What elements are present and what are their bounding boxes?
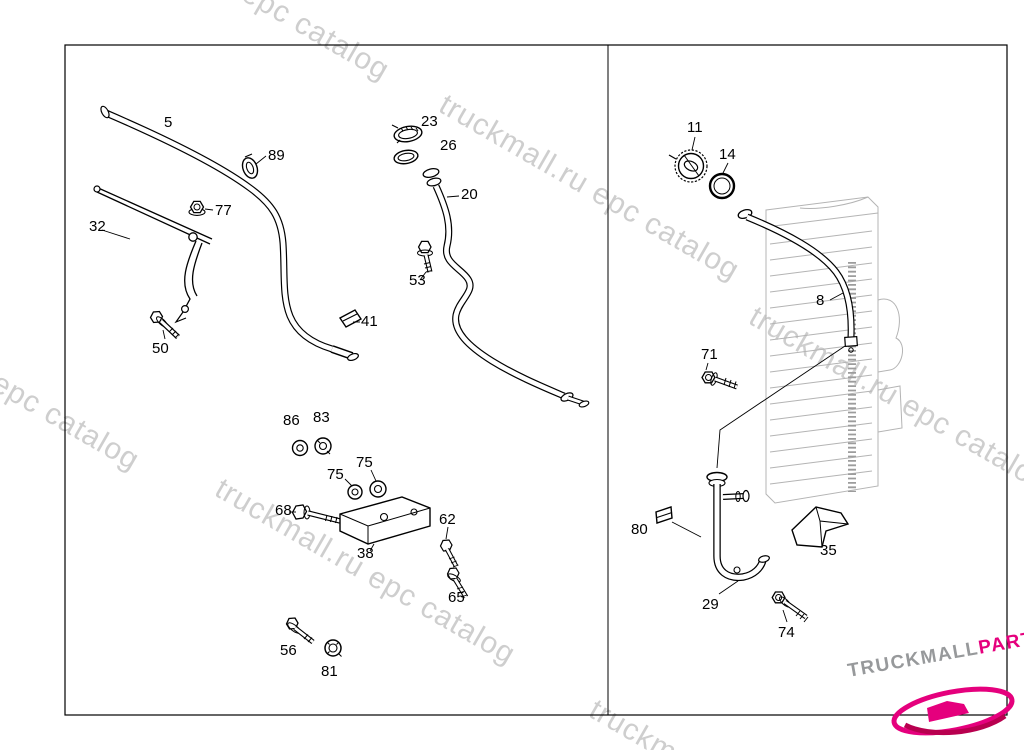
part-label-62: 62: [439, 511, 456, 528]
part-label-74: 74: [778, 624, 795, 641]
part-label-35: 35: [820, 542, 837, 559]
part-11-cap: [668, 149, 708, 183]
part-89-clamp: [241, 153, 259, 179]
part-29-pipe: [706, 471, 770, 582]
part-label-29: 29: [702, 596, 719, 613]
logo-swoosh-graphic: [891, 686, 1015, 736]
part-80-clip: [655, 506, 673, 524]
part-86-washer: [291, 439, 309, 457]
part-8-pipe: [737, 208, 858, 353]
leader-lines-right: [671, 136, 846, 623]
part-14-oring: [708, 172, 736, 200]
part-label-26: 26: [440, 137, 457, 154]
part-label-23: 23: [421, 113, 438, 130]
part-53-bolt: [417, 240, 433, 273]
part-74-bolt: [771, 591, 809, 623]
part-label-56: 56: [280, 642, 297, 659]
part-56-bolt: [285, 617, 315, 644]
part-65-bolt: [446, 567, 469, 599]
part-label-71: 71: [701, 346, 718, 363]
part-75-washer-a: [347, 484, 363, 500]
radiator-outline: [765, 196, 904, 504]
part-label-8: 8: [816, 292, 825, 309]
part-label-38: 38: [357, 545, 374, 562]
part-62-bolt: [439, 539, 459, 568]
part-77-nut: [188, 200, 206, 216]
part-label-65: 65: [448, 589, 465, 606]
part-label-80: 80: [631, 521, 648, 538]
part-label-83: 83: [313, 409, 330, 426]
part-label-86: 86: [283, 412, 300, 429]
part-label-77: 77: [215, 202, 232, 219]
part-label-5: 5: [164, 114, 173, 131]
part-label-20: 20: [461, 186, 478, 203]
part-83-washer: [314, 437, 332, 455]
part-32-bracket: [93, 185, 213, 324]
part-71-bolt: [701, 371, 738, 390]
part-50-bolt: [149, 310, 180, 340]
part-26-clamp: [393, 149, 419, 165]
part-75-washer-b: [369, 480, 387, 498]
part-20-hose: [422, 168, 590, 408]
part-label-11: 11: [687, 119, 703, 136]
part-5-pipe: [100, 105, 359, 362]
part-label-68: 68: [275, 502, 292, 519]
part-label-75b: 75: [356, 454, 373, 471]
part-label-50: 50: [152, 340, 169, 357]
part-68-bolt: [291, 504, 341, 524]
part-41-clip: [338, 309, 363, 328]
part-35-bracket: [791, 506, 850, 548]
part-label-75a: 75: [327, 466, 344, 483]
part-81-nut: [324, 639, 342, 657]
part-23-clamp: [391, 124, 423, 144]
leader-lines-left: [101, 155, 460, 552]
part-label-89: 89: [268, 147, 285, 164]
frame: [64, 44, 1008, 716]
part-label-32: 32: [89, 218, 106, 235]
part-label-41: 41: [361, 313, 378, 330]
part-label-81: 81: [321, 663, 338, 680]
part-label-53: 53: [409, 272, 426, 289]
part-38-bracket: [339, 496, 431, 545]
part-label-14: 14: [719, 146, 736, 163]
